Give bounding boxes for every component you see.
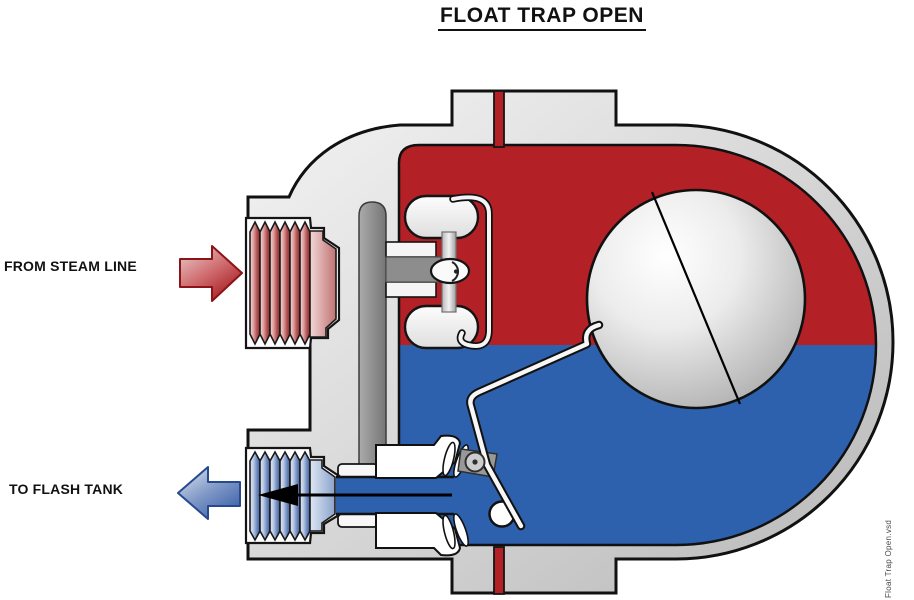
float-lever: [468, 322, 602, 529]
filename-watermark: Float Trap Open.vsd: [884, 519, 893, 598]
air-vent-assembly: [385, 193, 493, 350]
flow-arrow-head: [258, 484, 298, 506]
outlet-arrow: [177, 466, 241, 520]
vent-bracket-lower: [385, 281, 437, 298]
outlet-label: TO FLASH TANK: [9, 481, 124, 497]
chamber-outline: [397, 143, 878, 547]
vent-wire-frame-fill: [451, 195, 491, 348]
inlet-label: FROM STEAM LINE: [4, 258, 137, 274]
seat-union-bottom: [337, 513, 379, 528]
inlet-arrow: [179, 245, 243, 302]
pivot-pin-center: [472, 459, 478, 465]
vent-valve-dot: [453, 269, 459, 274]
inlet-threads: [244, 216, 341, 350]
vent-valve-head: [429, 257, 471, 285]
inlet-shank: [309, 230, 337, 338]
bottom-joint-line: [493, 546, 505, 595]
vent-bracket-upper: [385, 241, 437, 258]
float-ball-diagonal: [650, 191, 742, 405]
diagram-title-wrap: FLOAT TRAP OPEN: [0, 4, 914, 31]
valve-seat-lower: [375, 512, 462, 557]
valve-seat: [375, 434, 469, 557]
top-joint-line: [493, 90, 505, 148]
baffle-plate: [358, 201, 387, 478]
page-title: FLOAT TRAP OPEN: [438, 4, 646, 31]
seat-union-top: [337, 463, 379, 478]
